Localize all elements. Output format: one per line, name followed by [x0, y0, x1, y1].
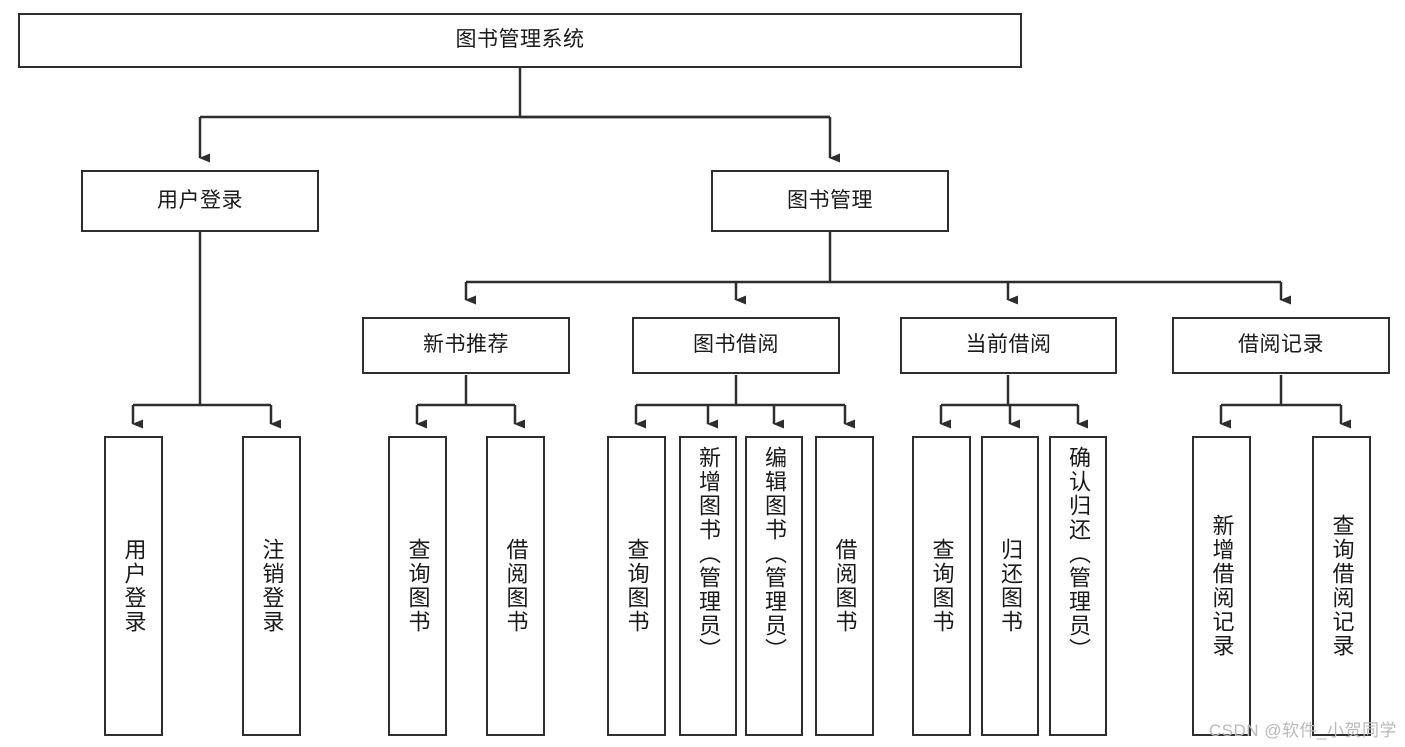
- leaf-user-login-logout[interactable]: 注销登录: [242, 436, 301, 736]
- leaf-book-borrow-edit[interactable]: 编辑图书（管理员）: [745, 436, 803, 736]
- leaf-borrow-record-query-label: 查询借阅记录: [1329, 514, 1355, 658]
- node-book-management[interactable]: 图书管理: [711, 170, 949, 232]
- leaf-book-borrow-query[interactable]: 查询图书: [607, 436, 666, 736]
- leaf-new-book-query-label: 查询图书: [405, 538, 431, 634]
- node-user-login-label: 用户登录: [157, 188, 243, 212]
- leaf-current-borrow-return-label: 归还图书: [997, 538, 1023, 634]
- node-root-book-management-system[interactable]: 图书管理系统: [18, 13, 1022, 68]
- leaf-borrow-record-add[interactable]: 新增借阅记录: [1192, 436, 1251, 736]
- leaf-book-borrow-borrow[interactable]: 借阅图书: [815, 436, 874, 736]
- node-book-management-label: 图书管理: [787, 188, 873, 212]
- node-borrow-record[interactable]: 借阅记录: [1172, 317, 1390, 374]
- leaf-new-book-query[interactable]: 查询图书: [388, 436, 447, 736]
- leaf-current-borrow-confirm-return-label: 确认归还（管理员）: [1065, 446, 1091, 662]
- leaf-new-book-borrow[interactable]: 借阅图书: [486, 436, 545, 736]
- leaf-current-borrow-query[interactable]: 查询图书: [912, 436, 971, 736]
- node-new-book-recommend-label: 新书推荐: [423, 333, 509, 357]
- leaf-book-borrow-add[interactable]: 新增图书（管理员）: [679, 436, 737, 736]
- leaf-user-login-logout-label: 注销登录: [259, 538, 285, 634]
- node-new-book-recommend[interactable]: 新书推荐: [362, 317, 570, 374]
- leaf-borrow-record-add-label: 新增借阅记录: [1209, 514, 1235, 658]
- leaf-current-borrow-return[interactable]: 归还图书: [981, 436, 1039, 736]
- node-current-borrow-label: 当前借阅: [965, 333, 1052, 357]
- leaf-book-borrow-edit-label: 编辑图书（管理员）: [761, 446, 787, 662]
- leaf-borrow-record-query[interactable]: 查询借阅记录: [1312, 436, 1371, 736]
- node-book-borrow-label: 图书借阅: [693, 333, 779, 357]
- leaf-book-borrow-add-label: 新增图书（管理员）: [695, 446, 721, 662]
- leaf-book-borrow-query-label: 查询图书: [624, 538, 650, 634]
- leaf-book-borrow-borrow-label: 借阅图书: [832, 538, 858, 634]
- leaf-user-login-login-label: 用户登录: [121, 538, 147, 634]
- node-user-login[interactable]: 用户登录: [81, 170, 319, 232]
- leaf-current-borrow-query-label: 查询图书: [929, 538, 955, 634]
- leaf-new-book-borrow-label: 借阅图书: [503, 538, 529, 634]
- leaf-user-login-login[interactable]: 用户登录: [104, 436, 163, 736]
- node-book-borrow[interactable]: 图书借阅: [632, 317, 840, 374]
- leaf-current-borrow-confirm-return[interactable]: 确认归还（管理员）: [1049, 436, 1107, 736]
- node-current-borrow[interactable]: 当前借阅: [900, 317, 1117, 374]
- node-borrow-record-label: 借阅记录: [1238, 333, 1324, 357]
- node-root-label: 图书管理系统: [455, 28, 585, 52]
